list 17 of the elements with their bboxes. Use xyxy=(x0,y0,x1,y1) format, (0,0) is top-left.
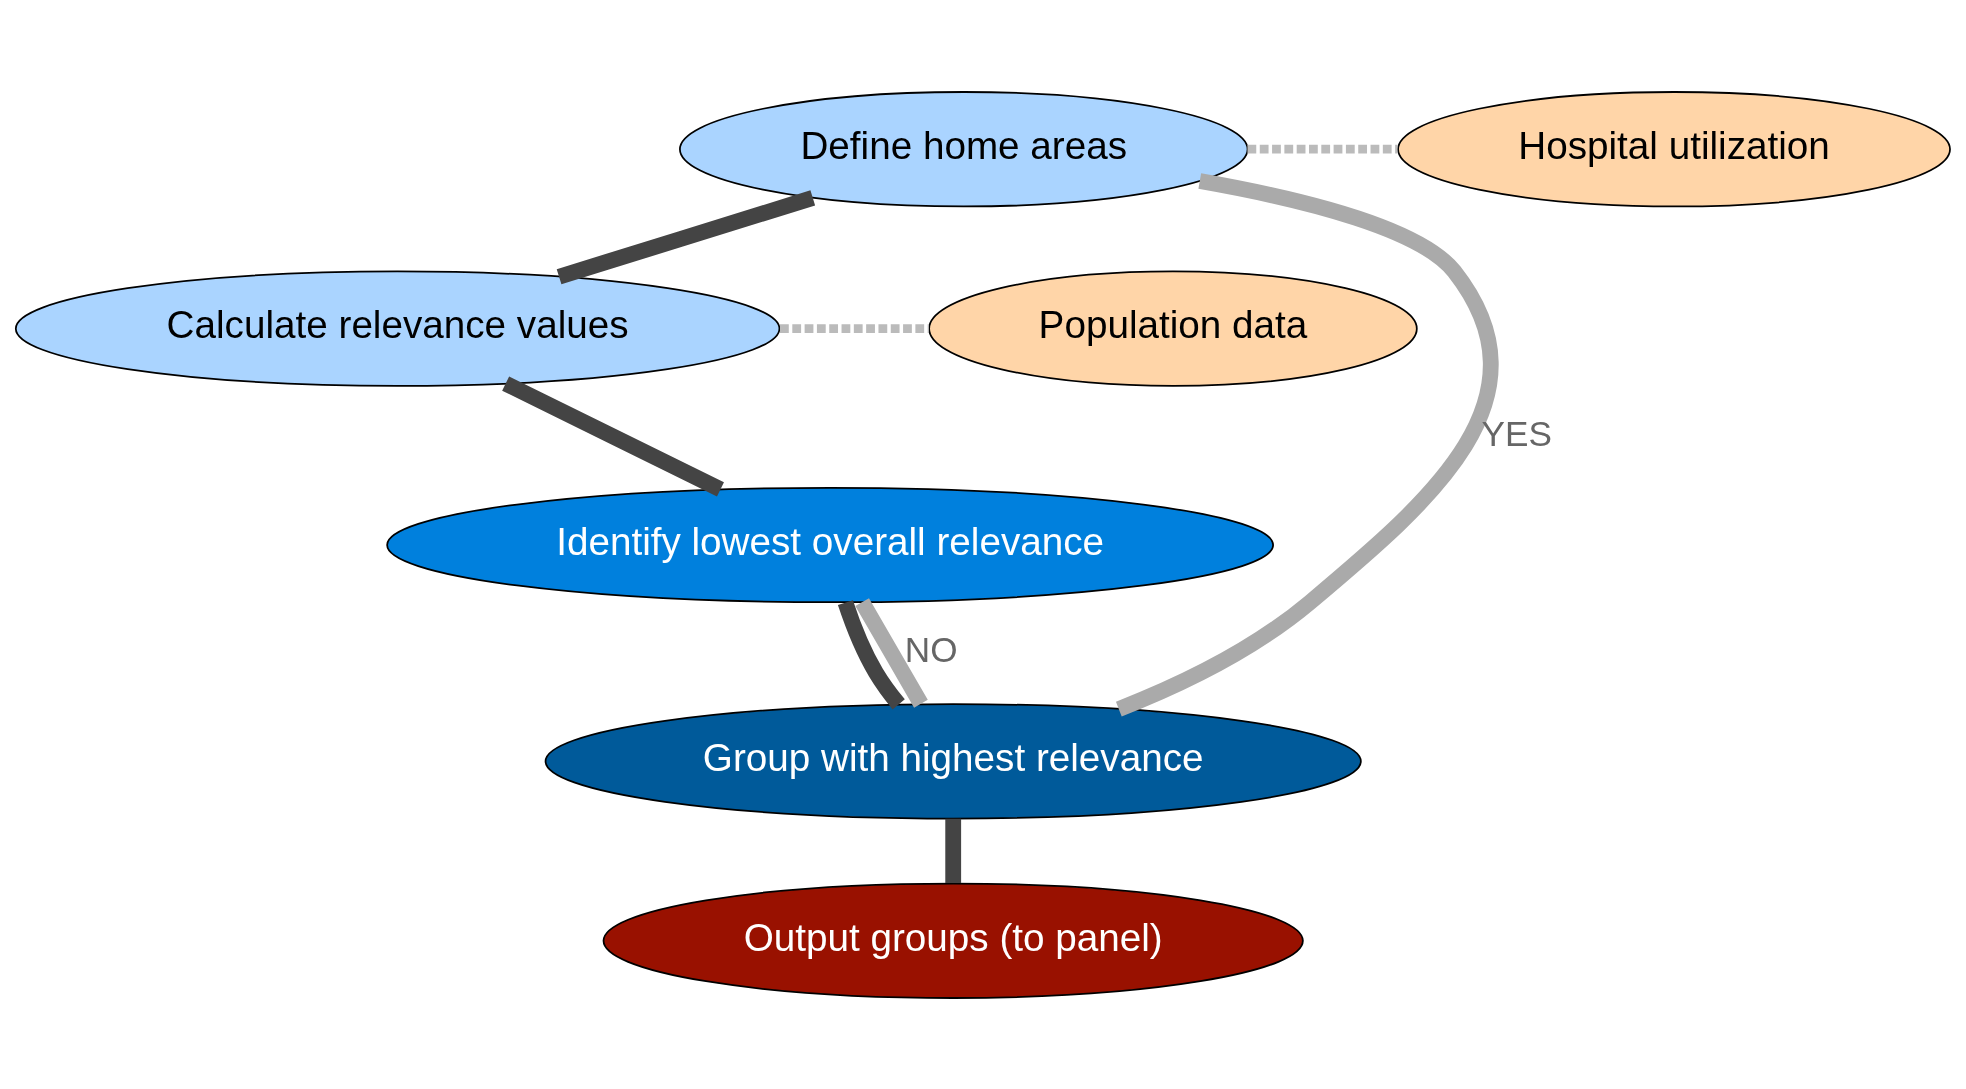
connector xyxy=(945,818,962,883)
edge-label: YES xyxy=(1481,413,1552,453)
node-ellipse: Define home areas xyxy=(679,90,1249,207)
node-ellipse: Hospital utilization xyxy=(1397,90,1951,207)
node-ellipse: Population data xyxy=(928,270,1418,387)
edge-label: NO xyxy=(904,629,958,669)
connector xyxy=(556,189,816,284)
node-ellipse: Output groups (to panel) xyxy=(602,882,1304,999)
connector xyxy=(855,597,928,708)
node-ellipse: Group with highest relevance xyxy=(544,702,1362,819)
node-ellipse: Identify lowest overall relevance xyxy=(386,486,1274,603)
connector xyxy=(780,323,929,333)
connector xyxy=(1247,144,1398,154)
connector xyxy=(1115,172,1499,716)
connector xyxy=(837,599,905,709)
connector xyxy=(502,375,724,496)
node-ellipse: Calculate relevance values xyxy=(14,270,781,387)
